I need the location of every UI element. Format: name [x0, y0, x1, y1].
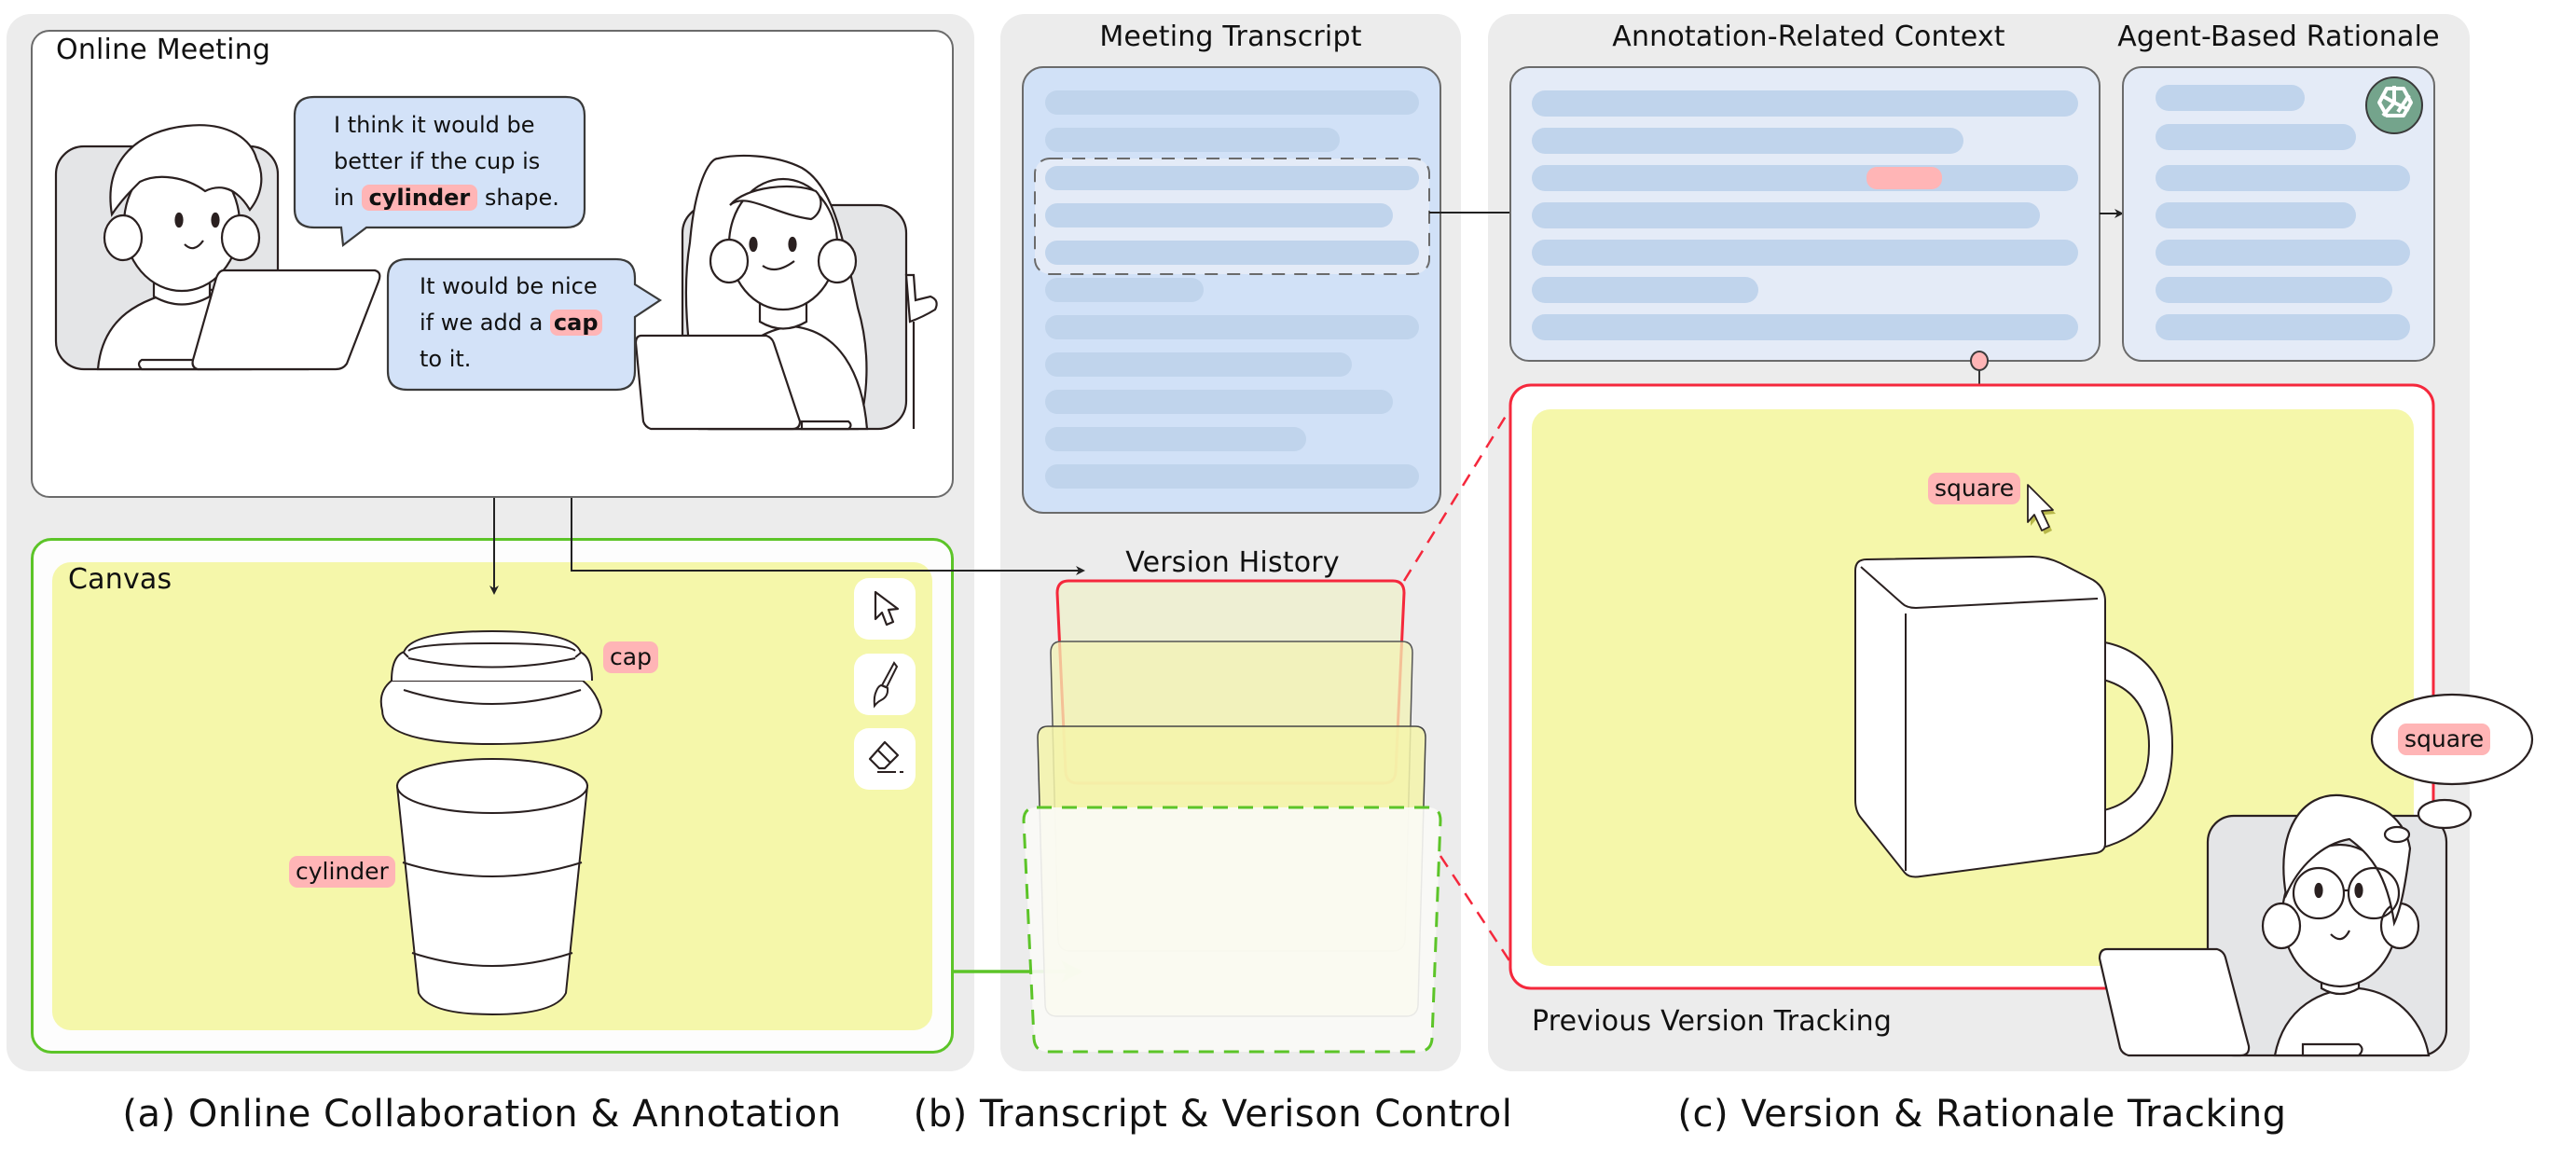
- cursor-icon: [874, 590, 900, 627]
- participant-woman-illustration: [634, 154, 938, 431]
- speech-bubble-2: [386, 257, 663, 392]
- connector-anchor-dot: [1970, 351, 1989, 371]
- zoom-connector-top: [1402, 405, 1514, 582]
- rationale-lines: [2156, 85, 2410, 340]
- thought-tag-square: square: [2398, 724, 2491, 755]
- canvas-title: Canvas: [68, 563, 172, 596]
- speech-bubble-1-text: I think it would be better if the cup is…: [334, 112, 559, 211]
- meeting-transcript-title: Meeting Transcript: [1099, 21, 1362, 53]
- reviewer-person-illustration: [2098, 793, 2448, 1057]
- previous-version-tracking-title: Previous Version Tracking: [1532, 1005, 1893, 1038]
- caption-a: (a) Online Collaboration & Annotation: [122, 1093, 842, 1136]
- agent-rationale-title: Agent-Based Rationale: [2117, 21, 2440, 53]
- zoom-connector-bottom: [1439, 855, 1516, 969]
- speech-bubble-2-text: It would be nice if we add a cap to it.: [420, 269, 602, 378]
- brush-tool-button[interactable]: [854, 654, 916, 715]
- mouse-cursor-icon: [2027, 484, 2056, 534]
- highlight-cylinder[interactable]: cylinder: [361, 185, 478, 211]
- annotation-tag-square[interactable]: square: [1928, 473, 2021, 504]
- annotation-context-title: Annotation-Related Context: [1612, 21, 2005, 53]
- transcript-lines: [1034, 90, 1430, 489]
- square-mug-drawing: [1854, 555, 2174, 878]
- caption-b: (b) Transcript & Verison Control: [913, 1093, 1513, 1136]
- eraser-tool-button[interactable]: [854, 728, 916, 790]
- cylinder-cup-drawing: [395, 758, 589, 1016]
- context-highlight: [1867, 167, 1942, 189]
- cap-drawing: [379, 629, 603, 746]
- version-history-stack: [1022, 579, 1442, 1054]
- brush-icon: [873, 661, 899, 709]
- meeting-to-version-arrow: [571, 498, 1085, 575]
- openai-logo-icon: [2365, 76, 2423, 134]
- participant-man-illustration: [54, 124, 381, 371]
- version-history-title: Version History: [1125, 546, 1340, 579]
- eraser-icon: [868, 740, 903, 773]
- context-lines: [1532, 90, 2078, 340]
- version-card-new: [1022, 806, 1442, 1054]
- canvas-tag-cylinder[interactable]: cylinder: [289, 856, 395, 888]
- highlight-cap[interactable]: cap: [549, 310, 602, 336]
- select-tool-button[interactable]: [854, 578, 916, 640]
- canvas-tag-cap[interactable]: cap: [603, 641, 658, 673]
- online-meeting-title: Online Meeting: [56, 34, 271, 66]
- caption-c: (c) Version & Rationale Tracking: [1677, 1093, 2287, 1136]
